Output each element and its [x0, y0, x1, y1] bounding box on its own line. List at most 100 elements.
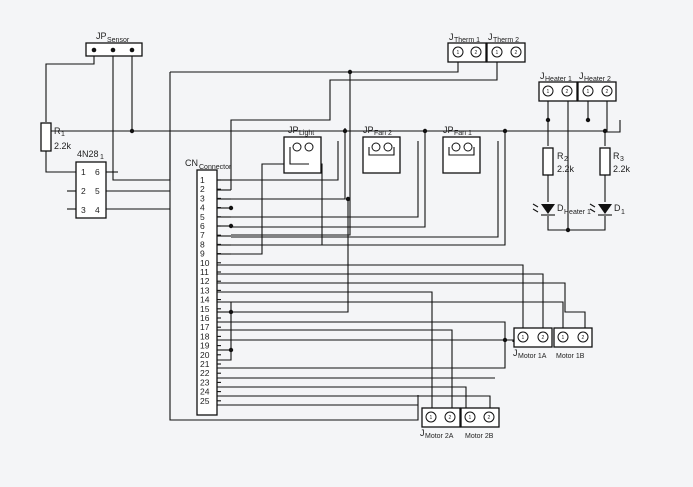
terminal-pin-digit: 1	[587, 89, 590, 95]
motor1a-ref: J	[513, 348, 518, 358]
cn-pin-4: 4	[200, 203, 205, 213]
r2-value: 2.2k	[557, 164, 575, 174]
jp-fan-1: JP Fan 1	[442, 125, 481, 174]
cn-ref: CN	[185, 158, 198, 168]
heater-connectors: J Heater 1 J Heater 2	[538, 71, 617, 102]
motor1b-sub: Motor 1B	[556, 353, 585, 360]
jp-fan2-ref: JP	[363, 125, 374, 135]
led-d1: D 1	[589, 203, 625, 216]
heater2-sub: Heater 2	[584, 76, 611, 83]
heater1-sub: Heater 1	[545, 76, 572, 83]
terminal-pin-digit: 1	[430, 415, 433, 421]
therm1-ref: J	[449, 32, 454, 42]
motor2b-sub: Motor 2B	[465, 433, 494, 440]
jp-light-sub: Light	[299, 130, 314, 137]
terminal-pin-digits: 1 2 1 2 1 2 1 2 1 2 1 2 1 2 1 2	[430, 50, 609, 421]
cn-pin-9: 9	[200, 249, 205, 259]
optocoupler-4n28: 4N28 1 1 2 3 6 5 4	[75, 149, 107, 219]
r1-sub: 1	[61, 131, 65, 138]
terminal-pin-digit: 1	[522, 335, 525, 341]
motor-2-connectors: J Motor 2A Motor 2B	[420, 407, 500, 440]
r2-sub: 2	[564, 156, 568, 163]
wires	[45, 55, 621, 421]
opto-sub: 1	[100, 154, 104, 161]
terminal-pin-digit: 2	[566, 89, 569, 95]
svg-text:4: 4	[95, 205, 100, 215]
cn-pin-7: 7	[200, 230, 205, 240]
terminal-pin-digit: 1	[496, 50, 499, 56]
heater2-ref: J	[579, 71, 584, 81]
r3-sub: 3	[620, 156, 624, 163]
resistor-r1: R 1 2.2k	[40, 122, 72, 152]
cn-pin-11: 11	[200, 267, 209, 277]
svg-text:1: 1	[81, 167, 86, 177]
cn-pin-2: 2	[200, 184, 205, 194]
resistor-r3: R 3 2.2k	[599, 147, 631, 176]
cn-pin-15: 15	[200, 304, 210, 314]
motor-1-connectors: J Motor 1A Motor 1B	[513, 327, 593, 360]
cn-pin-23: 23	[200, 377, 210, 387]
led-heater: D Heater 1	[532, 203, 591, 216]
r3-value: 2.2k	[613, 164, 631, 174]
heater1-ref: J	[540, 71, 545, 81]
d-heater-sub: Heater 1	[564, 209, 591, 216]
cn-pin-6: 6	[200, 221, 205, 231]
r1-value: 2.2k	[54, 141, 72, 151]
r2-ref: R	[557, 151, 564, 161]
therm2-ref: J	[488, 32, 493, 42]
terminal-pin-digit: 2	[449, 415, 452, 421]
terminal-pin-digit: 2	[515, 50, 518, 56]
jp-fan2-sub: Fan 2	[374, 130, 392, 137]
cn-pin-19: 19	[200, 341, 210, 351]
motor2a-sub: Motor 2A	[425, 433, 454, 440]
cn-pin-20: 20	[200, 350, 210, 360]
jp-fan1-ref: JP	[443, 125, 454, 135]
junctions	[129, 69, 608, 353]
terminal-pin-digit: 1	[547, 89, 550, 95]
jp-fan-2: JP Fan 2	[362, 125, 401, 174]
cn-pin-14: 14	[200, 295, 210, 305]
terminal-pin-digit: 2	[475, 50, 478, 56]
jp-sensor-sub: Sensor	[107, 37, 130, 44]
d1-sub: 1	[621, 209, 625, 216]
cn-pin-25: 25	[200, 396, 210, 406]
cn-pin-12: 12	[200, 276, 210, 286]
therm-connectors: J Therm 1 J Therm 2	[447, 32, 526, 63]
terminal-pin-digit: 2	[582, 335, 585, 341]
svg-text:3: 3	[81, 205, 86, 215]
r1-ref: R	[54, 126, 61, 136]
therm2-sub: Therm 2	[493, 37, 519, 44]
cn-connector: CN Connector 123456789101112131415161718…	[185, 158, 232, 416]
r3-ref: R	[613, 151, 620, 161]
cn-pin-24: 24	[200, 387, 210, 397]
jp-sensor-ref: JP	[96, 31, 107, 41]
cn-pin-10: 10	[200, 258, 210, 268]
cn-sub: Connector	[199, 164, 232, 171]
terminal-pin-digit: 2	[542, 335, 545, 341]
jp-sensor-header: JP Sensor	[85, 31, 143, 57]
motor1a-sub: Motor 1A	[518, 353, 547, 360]
svg-text:2: 2	[81, 186, 86, 196]
terminal-pin-digit: 1	[469, 415, 472, 421]
opto-ref: 4N28	[77, 149, 99, 159]
motor2a-ref: J	[420, 428, 425, 438]
cn-pin-17: 17	[200, 322, 210, 332]
cn-pin-21: 21	[200, 359, 210, 369]
cn-pin-22: 22	[200, 368, 210, 378]
jp-fan1-sub: Fan 1	[454, 130, 472, 137]
d-heater-ref: D	[557, 203, 564, 213]
therm1-sub: Therm 1	[454, 37, 480, 44]
cn-pin-8: 8	[200, 239, 205, 249]
cn-pin-13: 13	[200, 285, 210, 295]
resistor-r2: R 2 2.2k	[542, 147, 575, 176]
svg-text:6: 6	[95, 167, 100, 177]
terminal-pin-digit: 1	[562, 335, 565, 341]
svg-text:5: 5	[95, 186, 100, 196]
terminal-pin-digit: 2	[606, 89, 609, 95]
cn-pin-5: 5	[200, 212, 205, 222]
jp-light: JP Light	[283, 125, 322, 174]
cn-pin-3: 3	[200, 193, 205, 203]
terminal-pin-digit: 2	[488, 415, 491, 421]
terminal-pin-digit: 1	[457, 50, 460, 56]
